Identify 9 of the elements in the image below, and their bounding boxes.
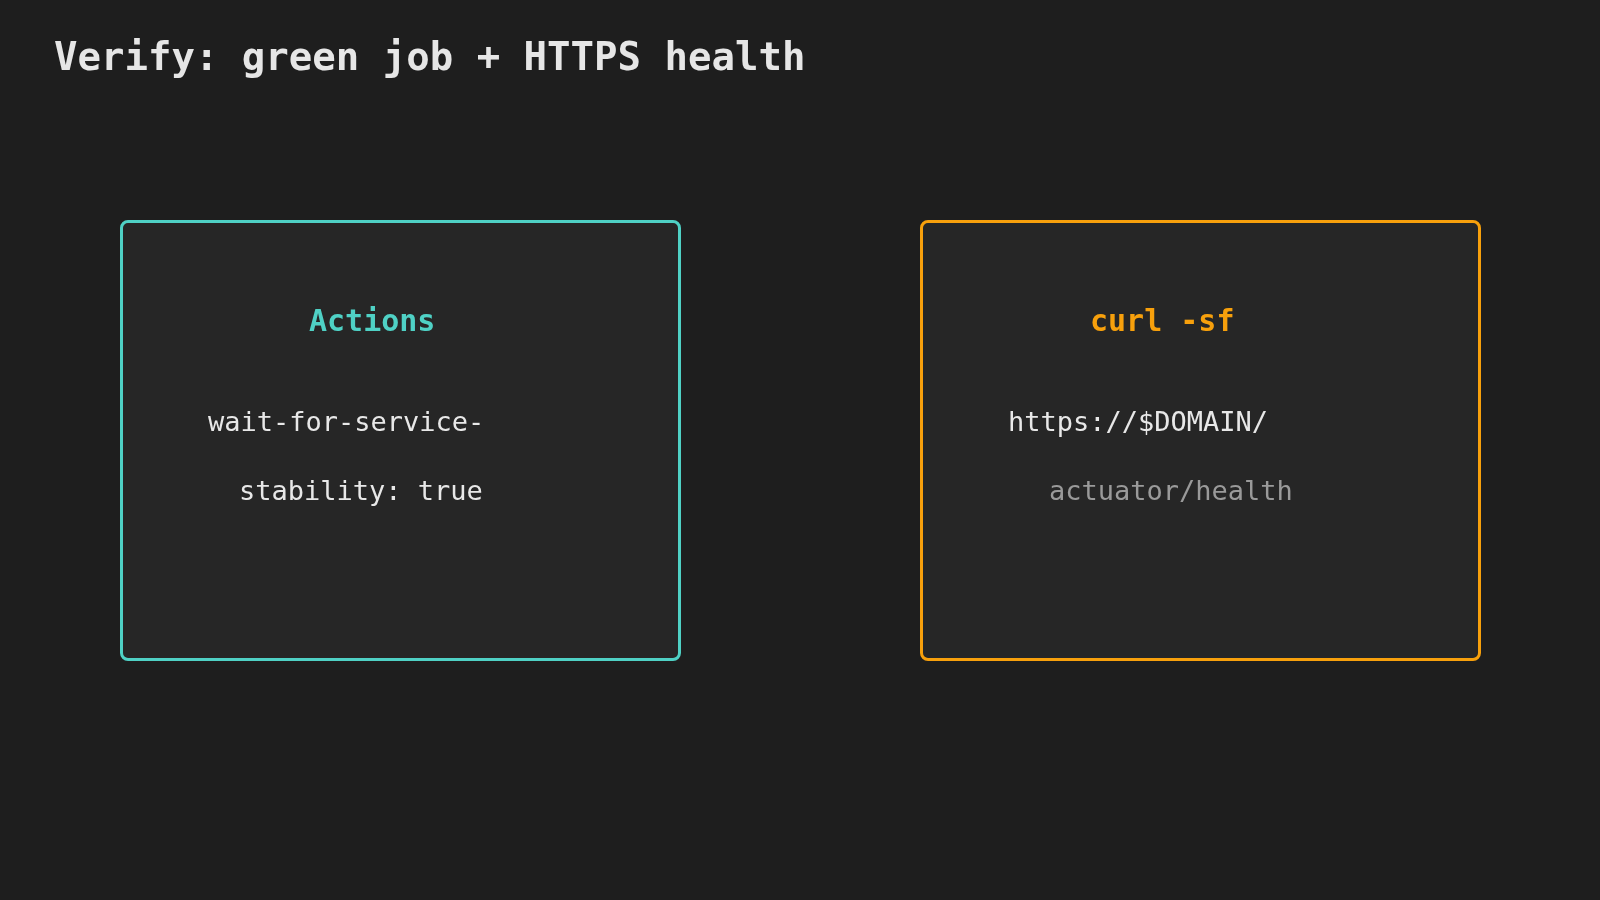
code-text: wait-for-service- bbox=[208, 405, 485, 439]
box-heading: curl -sf bbox=[1090, 302, 1235, 340]
diagram-title: Verify: green job + HTTPS health bbox=[54, 34, 806, 81]
code-text: actuator/health bbox=[1049, 474, 1293, 508]
process-box bbox=[920, 220, 1481, 661]
code-text: stability: true bbox=[239, 474, 483, 508]
box-heading: Actions bbox=[309, 302, 436, 340]
process-box bbox=[120, 220, 681, 661]
code-text: https://$DOMAIN/ bbox=[1008, 405, 1269, 439]
